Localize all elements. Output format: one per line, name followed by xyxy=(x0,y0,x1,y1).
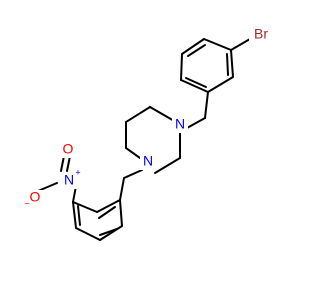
bond xyxy=(181,38,205,55)
bond xyxy=(123,169,143,179)
bond xyxy=(119,199,123,227)
bromophenyl-ring xyxy=(180,38,234,93)
bond xyxy=(37,182,58,192)
atom-n-piperazine-top: N xyxy=(172,116,188,133)
positive-charge: + xyxy=(75,167,80,177)
molecule-structure: Br N N N + O O − xyxy=(24,25,275,241)
bond xyxy=(125,147,141,159)
oxygen-label: O xyxy=(63,141,74,157)
oxygen-label: O xyxy=(30,189,41,205)
atom-o-top: O xyxy=(60,141,76,158)
bond xyxy=(125,106,151,123)
bond xyxy=(180,53,183,81)
atom-n-piperazine-bottom: N xyxy=(140,153,156,170)
bond xyxy=(230,38,251,51)
bromine-label: Br xyxy=(254,26,268,42)
nitrophenyl-ring xyxy=(72,199,123,241)
atom-n-nitro: N + xyxy=(61,167,81,189)
atom-br: Br xyxy=(249,26,275,44)
nitro-nitrogen-label: N xyxy=(64,172,74,188)
bond xyxy=(66,155,71,172)
nitrogen-label: N xyxy=(175,116,185,132)
bond-double xyxy=(99,228,118,236)
negative-charge: − xyxy=(24,198,29,208)
bond-double xyxy=(226,53,229,76)
bond xyxy=(72,201,77,229)
bond xyxy=(230,49,234,78)
bond xyxy=(75,227,101,241)
bond xyxy=(204,91,209,119)
nitrogen-label: N xyxy=(143,153,153,169)
bond xyxy=(154,157,181,174)
bond-double xyxy=(185,77,207,88)
bond xyxy=(119,177,125,201)
bond xyxy=(99,225,123,241)
bond-double xyxy=(187,44,206,57)
bond xyxy=(186,117,206,129)
bond-double xyxy=(98,206,116,219)
bond xyxy=(96,199,121,213)
bond-double xyxy=(77,205,81,226)
atom-o-left: O − xyxy=(24,189,43,208)
bond xyxy=(203,38,232,51)
piperazine-ring xyxy=(125,106,181,174)
bond xyxy=(149,106,177,123)
bond xyxy=(72,201,98,213)
bond xyxy=(207,76,234,93)
bond xyxy=(60,155,65,172)
bond xyxy=(180,79,209,93)
